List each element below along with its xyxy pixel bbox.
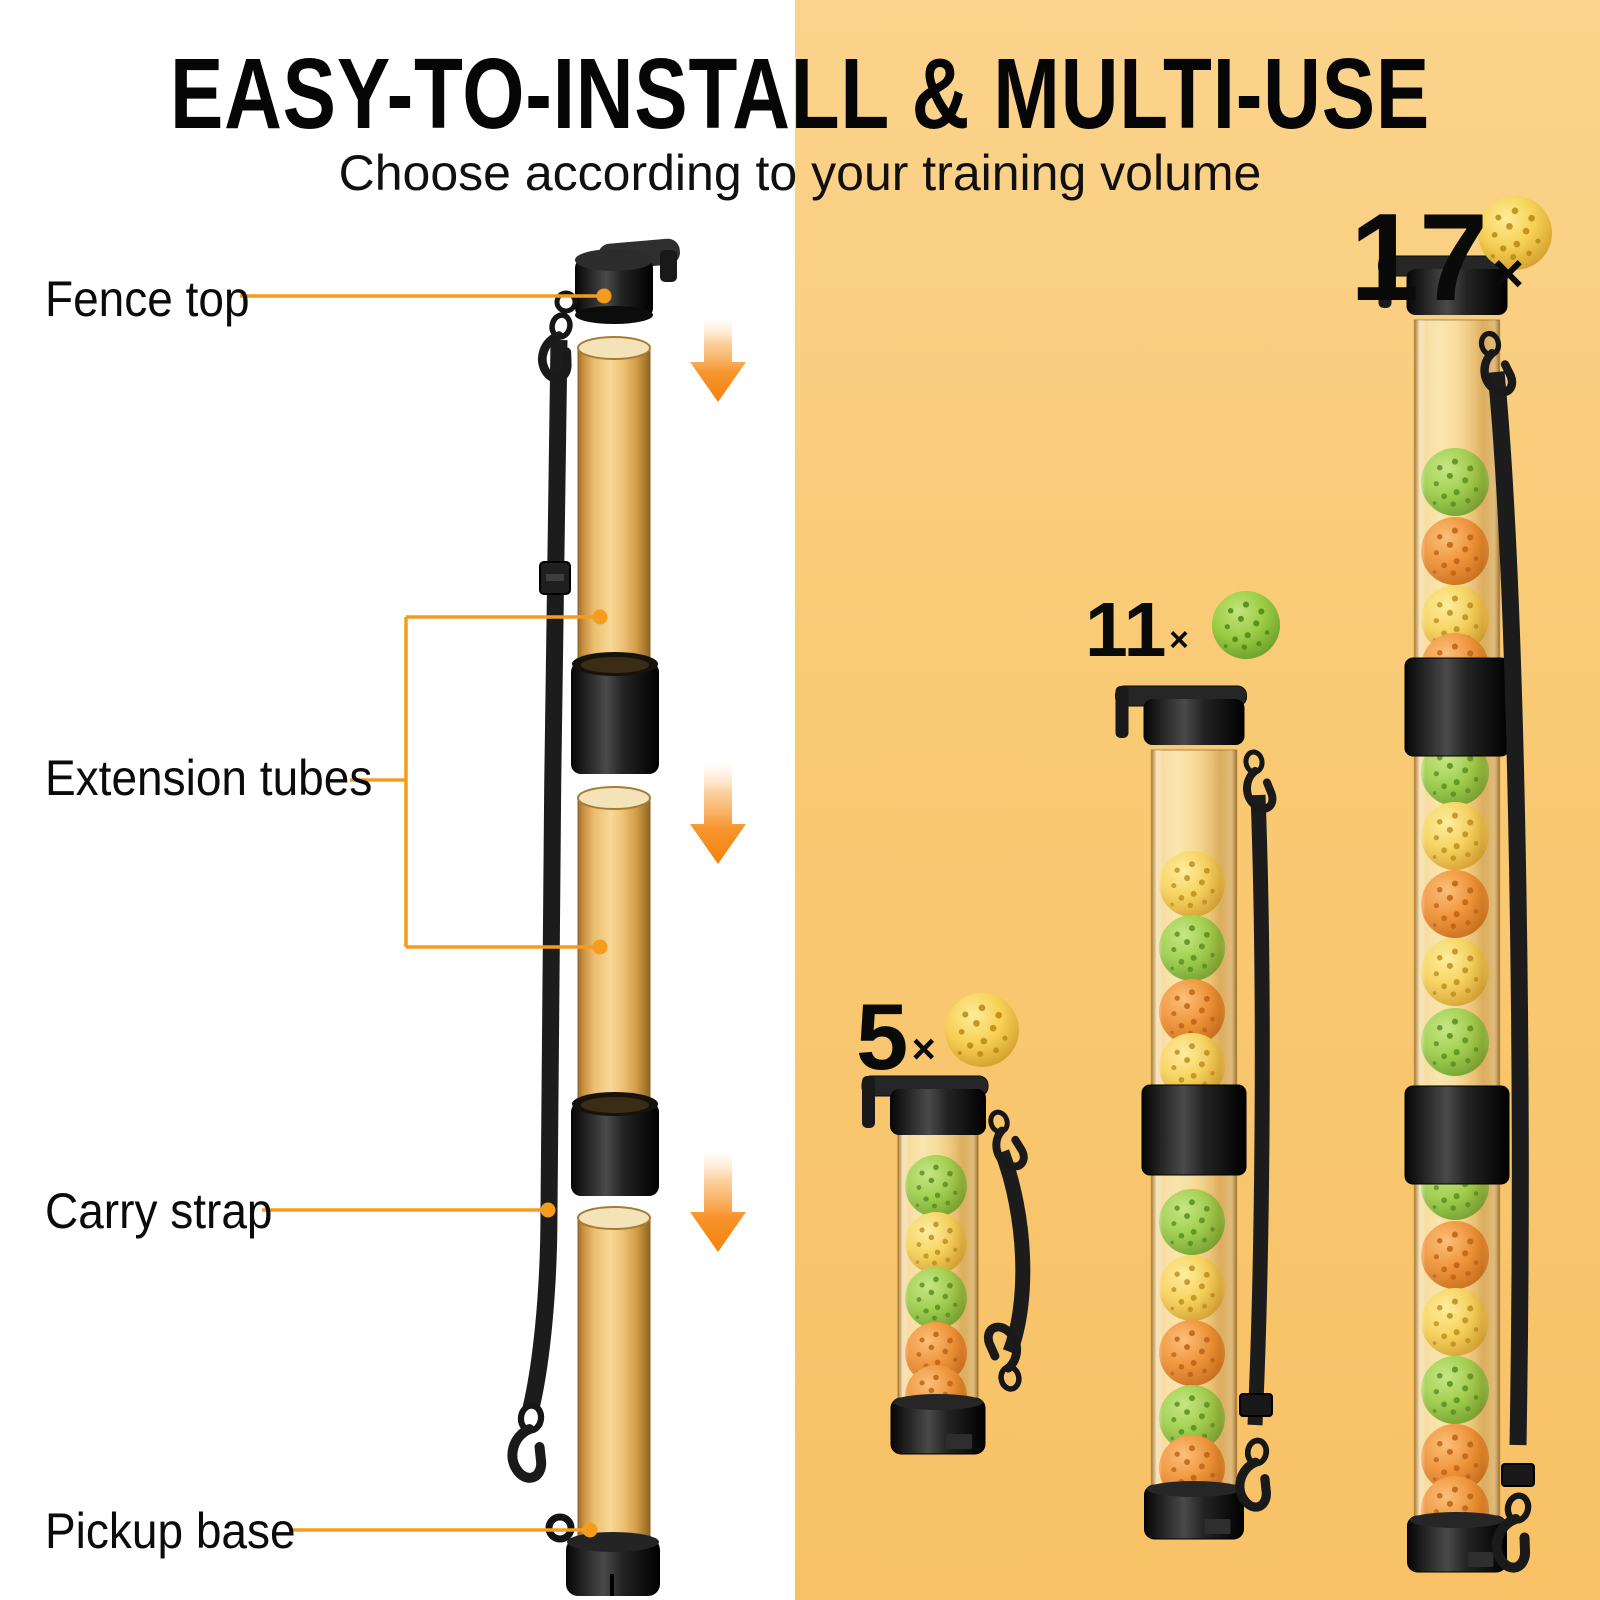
strap-adjuster-buckle bbox=[1501, 1463, 1535, 1487]
shoulder-strap bbox=[1478, 330, 1535, 1573]
leader-lines bbox=[240, 288, 612, 1538]
tube-option-17-illustration bbox=[1378, 255, 1535, 1573]
fence-top-cap-illustration bbox=[575, 238, 680, 324]
tube-option-5-illustration bbox=[861, 1075, 1031, 1455]
fence-hook-cap bbox=[861, 1075, 989, 1135]
strap-clip-icon bbox=[983, 1322, 1022, 1392]
strap-clip-icon bbox=[1243, 749, 1277, 813]
connector-sleeve bbox=[1141, 1084, 1247, 1176]
label-fence-top: Fence top bbox=[45, 271, 250, 327]
tube-connector-collar bbox=[571, 1092, 659, 1196]
count-5-number: 5 bbox=[856, 984, 909, 1089]
down-arrow-icon bbox=[690, 318, 746, 402]
down-arrow-icon bbox=[690, 1150, 746, 1252]
tube-connector-collar bbox=[571, 652, 659, 774]
pickleball-icon bbox=[1478, 196, 1552, 270]
fence-hook-cap bbox=[1115, 685, 1247, 745]
strap-clip-icon bbox=[988, 1109, 1028, 1171]
fence-hook-cap bbox=[1378, 255, 1510, 315]
strap-clip-icon bbox=[507, 1402, 547, 1483]
shoulder-strap bbox=[983, 1109, 1031, 1392]
shoulder-strap bbox=[1235, 749, 1277, 1512]
tube-base bbox=[890, 1394, 986, 1455]
strap-clip-icon bbox=[1478, 330, 1517, 397]
exploded-assembly bbox=[507, 238, 746, 1596]
label-extension-tubes: Extension tubes bbox=[45, 750, 373, 806]
carry-strap-illustration bbox=[507, 339, 571, 1483]
tube-base bbox=[1407, 1512, 1507, 1573]
down-arrow-icon bbox=[690, 762, 746, 864]
page-subtitle: Choose according to your training volume bbox=[338, 145, 1262, 201]
extension-tube-3 bbox=[577, 1206, 651, 1546]
count-17-number: 17 bbox=[1350, 189, 1488, 327]
pickleball-icon bbox=[945, 993, 1019, 1067]
strap-clip-icon bbox=[1235, 1437, 1271, 1512]
times-icon: × bbox=[911, 1026, 936, 1073]
strap-clip-icon bbox=[1491, 1492, 1532, 1573]
strap-clip-icon bbox=[538, 312, 573, 383]
pickleball-icon bbox=[1212, 591, 1280, 659]
label-pickup-base: Pickup base bbox=[45, 1503, 296, 1559]
times-icon: × bbox=[1492, 243, 1525, 305]
label-carry-strap: Carry strap bbox=[45, 1183, 273, 1239]
connector-sleeve bbox=[1404, 657, 1510, 757]
extension-tube-1 bbox=[577, 336, 651, 669]
times-icon: × bbox=[1169, 621, 1189, 660]
option-count-5-label: 5× bbox=[856, 990, 936, 1084]
connector-sleeve bbox=[1404, 1085, 1510, 1185]
option-count-11-label: 11× bbox=[1085, 592, 1189, 669]
count-11-number: 11 bbox=[1085, 587, 1167, 673]
strap-adjuster-buckle bbox=[1239, 1393, 1273, 1417]
page-title: EASY-TO-INSTALL & MULTI-USE bbox=[169, 38, 1431, 150]
extension-tube-2 bbox=[577, 786, 651, 1109]
tube-option-11-illustration bbox=[1115, 685, 1277, 1540]
option-count-17-label: 17× bbox=[1350, 196, 1524, 320]
tube-base bbox=[1144, 1481, 1244, 1540]
